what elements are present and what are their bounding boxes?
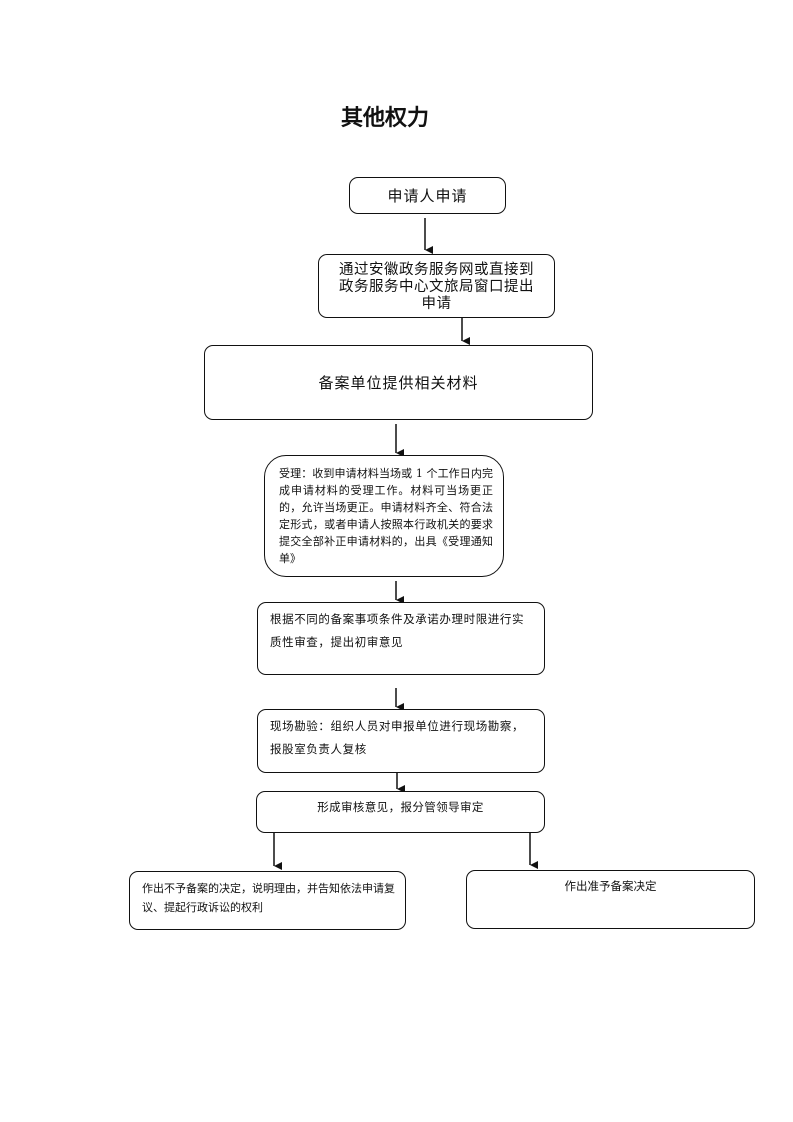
step-submit-box: 通过安徽政务服务网或直接到 政务服务中心文旅局窗口提出 申请 (318, 254, 555, 318)
step-materials-box: 备案单位提供相关材料 (204, 345, 593, 420)
step-review-text: 根据不同的备案事项条件及承诺办理时限进行实质性审查，提出初审意见 (270, 612, 525, 649)
outcome-reject-box: 作出不予备案的决定，说明理由，并告知依法申请复议、提起行政诉讼的权利 (129, 871, 406, 930)
outcome-reject-text: 作出不予备案的决定，说明理由，并告知依法申请复议、提起行政诉讼的权利 (142, 882, 395, 914)
step-accept-box: 受理：收到申请材料当场或 1 个工作日内完成申请材料的受理工作。材料可当场更正的… (264, 455, 504, 577)
step-opinion-box: 形成审核意见，报分管领导审定 (256, 791, 545, 833)
outcome-approve-text: 作出准予备案决定 (564, 879, 657, 893)
step-materials-text: 备案单位提供相关材料 (318, 374, 479, 392)
outcome-approve-box: 作出准予备案决定 (466, 870, 755, 929)
step-opinion-text: 形成审核意见，报分管领导审定 (317, 800, 484, 814)
step-apply-box: 申请人申请 (349, 177, 506, 214)
step-inspect-box: 现场勘验：组织人员对申报单位进行现场勘察，报股室负责人复核 (257, 709, 545, 773)
step-inspect-text: 现场勘验：组织人员对申报单位进行现场勘察，报股室负责人复核 (270, 719, 525, 756)
step-submit-text: 通过安徽政务服务网或直接到 政务服务中心文旅局窗口提出 申请 (339, 261, 534, 312)
step-accept-text: 受理：收到申请材料当场或 1 个工作日内完成申请材料的受理工作。材料可当场更正的… (279, 467, 493, 565)
step-apply-text: 申请人申请 (387, 187, 468, 205)
page-title: 其他权力 (340, 106, 429, 131)
step-review-box: 根据不同的备案事项条件及承诺办理时限进行实质性审查，提出初审意见 (257, 602, 545, 675)
